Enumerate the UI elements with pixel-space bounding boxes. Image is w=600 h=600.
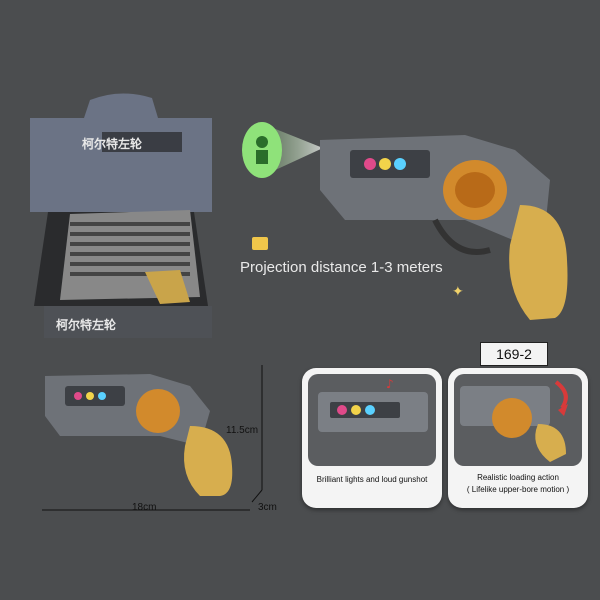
dimension-lines — [42, 365, 263, 511]
projection-icon — [252, 237, 268, 250]
main-revolver — [320, 135, 568, 320]
length-dimension: 18cm — [132, 502, 157, 513]
depth-dimension: 3cm — [258, 502, 277, 513]
feature-caption-loading: Realistic loading action — [477, 473, 559, 482]
display-box-front-title: 柯尔特左轮 — [56, 318, 117, 332]
model-code-badge: 169-2 — [480, 342, 548, 366]
feature-caption-lights: Brilliant lights and loud gunshot — [316, 475, 428, 484]
feature-card-lights-sound: ♪ Brilliant lights and loud gunshot — [302, 368, 442, 508]
projection-label: Projection distance 1-3 meters — [240, 259, 443, 276]
sparkle-icon: ✦ — [452, 283, 464, 299]
feature-caption-loading-sub: ( Lifelike upper-bore motion ) — [466, 485, 570, 494]
svg-text:♪: ♪ — [386, 377, 394, 391]
feature-card-loading: Realistic loading action ( Lifelike uppe… — [448, 368, 588, 508]
display-box-title: 柯尔特左轮 — [82, 137, 143, 151]
display-box — [30, 92, 214, 338]
projection-beam — [242, 122, 323, 178]
small-revolver — [45, 374, 233, 496]
height-dimension: 11.5cm — [226, 425, 259, 436]
